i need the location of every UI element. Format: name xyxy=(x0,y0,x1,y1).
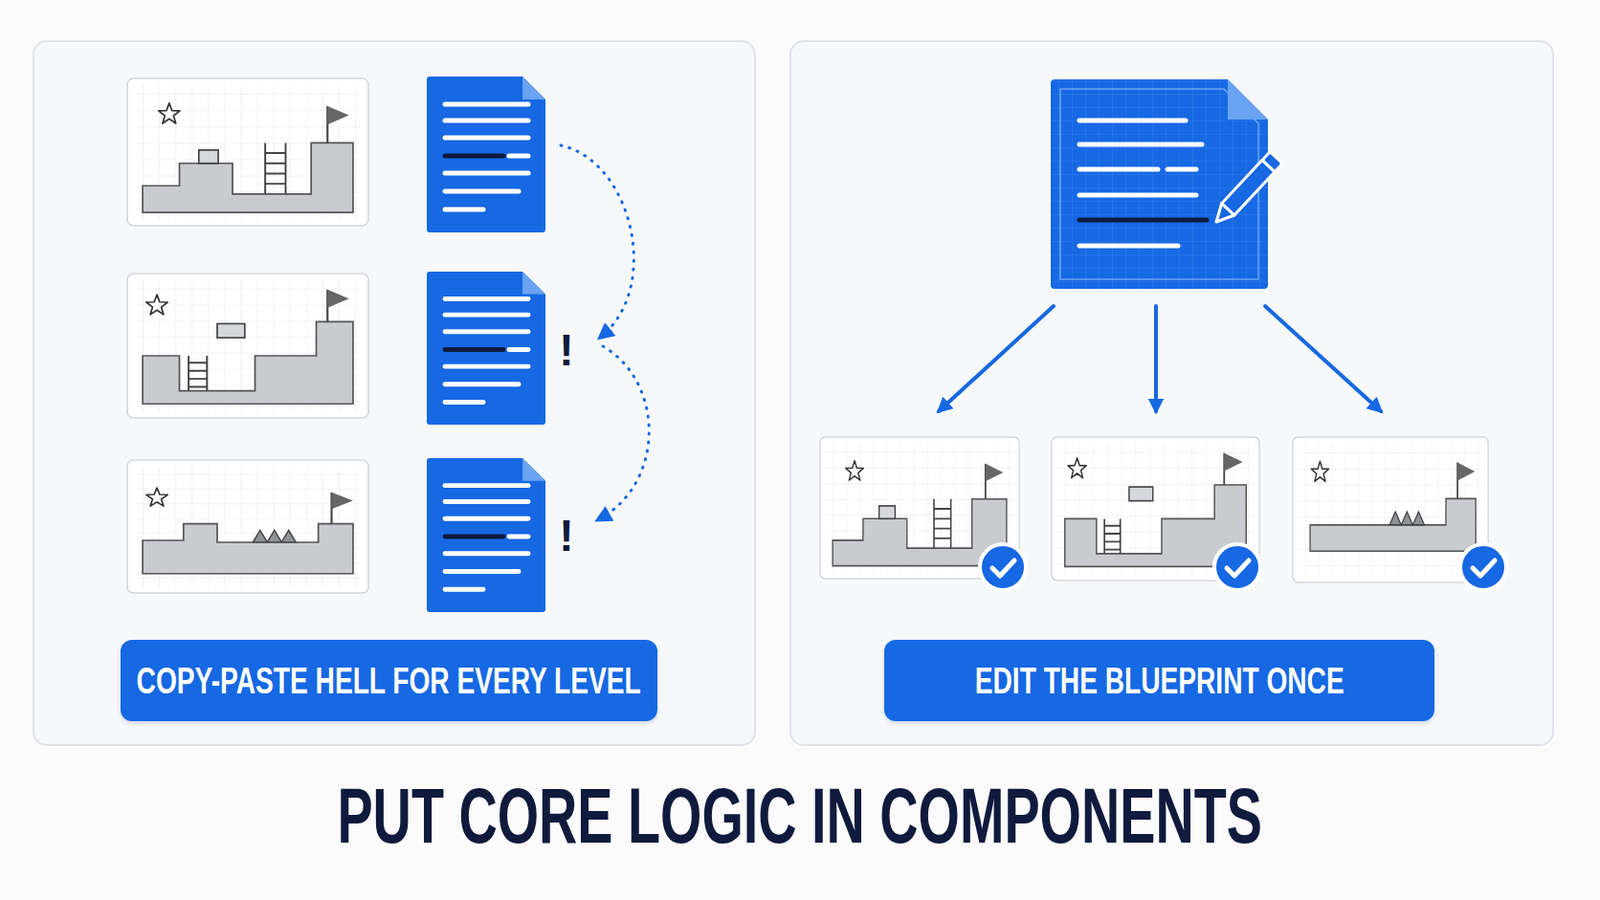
page-fold xyxy=(1227,79,1268,120)
right-panel xyxy=(790,41,1554,746)
solid-arrow xyxy=(1265,306,1381,412)
check-badge xyxy=(979,544,1026,591)
level-thumbnails-right xyxy=(820,437,1507,591)
dotted-arrow xyxy=(560,145,634,337)
button-label: COPY-PASTE HELL FOR EVERY LEVEL xyxy=(136,660,642,703)
dotted-arrow xyxy=(599,346,649,520)
solid-arrow xyxy=(1154,306,1158,412)
document-icon xyxy=(426,458,546,613)
solid-arrow xyxy=(938,306,1054,412)
pencil-icon xyxy=(1209,152,1283,229)
document-icon xyxy=(426,76,546,233)
blueprint-grid xyxy=(1050,79,1268,289)
level-thumbnail xyxy=(1292,437,1489,583)
left-panel xyxy=(33,41,756,746)
check-badge xyxy=(1214,544,1261,591)
title-box: PUT CORE LOGIC IN COMPONENTS xyxy=(0,770,1600,863)
level-thumbnail xyxy=(127,460,369,594)
warning-mark: ! xyxy=(547,321,586,379)
level-thumbnails-left xyxy=(127,78,369,594)
document-icon xyxy=(426,271,546,425)
blueprint-body xyxy=(1050,79,1268,289)
check-badge xyxy=(1460,544,1507,591)
warning-mark: ! xyxy=(547,507,586,565)
caption-button: COPY-PASTE HELL FOR EVERY LEVEL xyxy=(120,640,658,722)
level-thumbnail xyxy=(127,273,369,419)
script-documents xyxy=(426,76,546,613)
level-thumbnail xyxy=(127,78,369,226)
copy-arrows xyxy=(560,145,649,520)
diagram-title: PUT CORE LOGIC IN COMPONENTS xyxy=(337,770,1264,863)
blueprint-arrows xyxy=(938,306,1381,412)
blueprint-document xyxy=(1050,79,1283,289)
button-label: EDIT THE BLUEPRINT ONCE xyxy=(975,660,1345,703)
blueprint-lines xyxy=(1079,120,1207,246)
caption-button: EDIT THE BLUEPRINT ONCE xyxy=(884,640,1435,722)
